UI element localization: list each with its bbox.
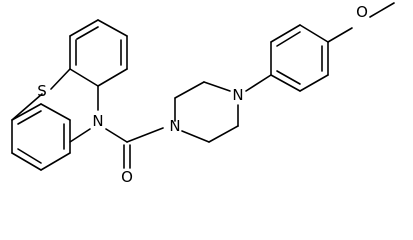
svg-text:N: N — [232, 86, 243, 104]
svg-text:N: N — [92, 112, 103, 130]
svg-text:N: N — [169, 117, 180, 135]
molecule-drawing: S N O N N O — [11, 2, 395, 186]
atom-labels: S N O N N O — [37, 3, 368, 186]
piperazine-nitrogen-right-atom: N — [232, 86, 243, 104]
svg-text:S: S — [37, 82, 47, 100]
structure-svg: S N O N N O — [11, 2, 395, 186]
piperazine-nitrogen-left-atom: N — [169, 117, 180, 135]
carbonyl-oxygen-atom: O — [121, 168, 133, 186]
sulfur-atom: S — [37, 82, 47, 100]
phenothiazine-nitrogen-atom: N — [92, 112, 103, 130]
svg-text:O: O — [121, 168, 133, 186]
bond-lines — [11, 2, 395, 171]
svg-text:O: O — [356, 3, 368, 21]
methoxy-oxygen-atom: O — [356, 3, 368, 21]
